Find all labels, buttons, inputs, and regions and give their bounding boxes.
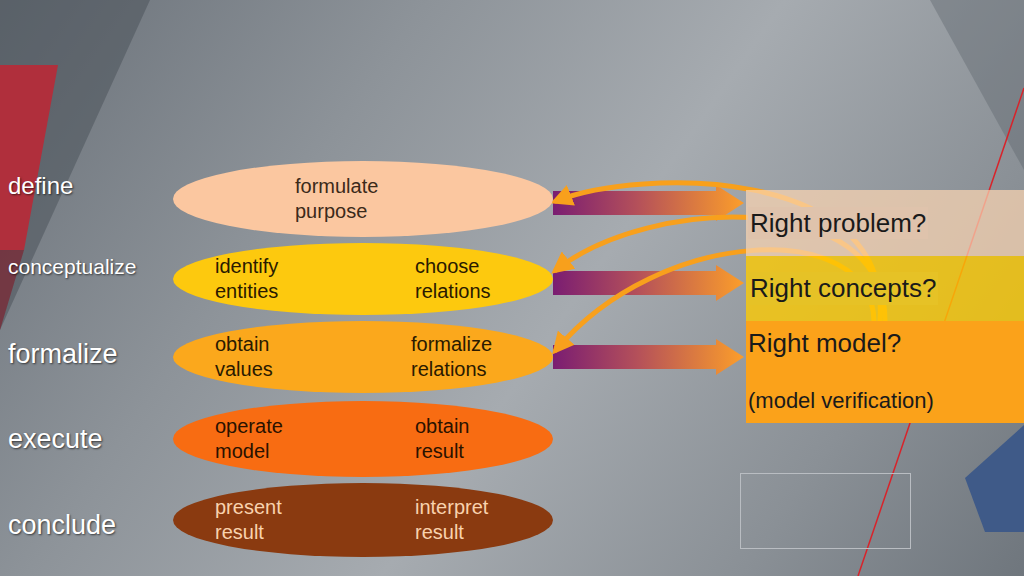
stage-label: conclude (8, 510, 116, 541)
question-text: Right concepts? (748, 272, 938, 305)
text-holder: conceptualize (8, 255, 136, 279)
ellipse-outline (173, 321, 553, 393)
text-holder: define (8, 172, 73, 200)
ellipse-outline (173, 161, 553, 237)
text-holder: formalize (8, 339, 118, 370)
block-arrow (553, 265, 744, 301)
step-text: formalize relations (411, 332, 523, 382)
text-holder: identify entities (215, 254, 323, 304)
step-text: present result (215, 495, 323, 545)
text-holder: operate model (215, 414, 323, 464)
text-holder: present result (215, 495, 323, 545)
ellipse-shape (173, 321, 553, 393)
ellipse-shape (173, 243, 553, 315)
execute-ellipse: operate model obtain result (173, 401, 553, 477)
check-box: Right model? (model verification) (746, 321, 1024, 423)
text-holder: execute (8, 424, 103, 455)
step-text: formulate purpose (295, 174, 405, 224)
text-holder: Right model? (748, 327, 1018, 360)
text-holder: formulate purpose (295, 174, 405, 224)
question-text: (model verification) (748, 387, 1018, 415)
text-holder: obtain result (415, 414, 523, 464)
empty-frame (741, 474, 911, 549)
ellipse-outline (173, 401, 553, 477)
slate-band (0, 0, 150, 330)
text-holder: choose relations (415, 254, 523, 304)
step-text: operate model (215, 414, 323, 464)
text-holder: (model verification) (748, 387, 1018, 415)
question-text: Right model? (748, 327, 1018, 360)
text-holder: obtain values (215, 332, 323, 382)
check-box: Right concepts? (746, 256, 1024, 321)
ellipse-shape (173, 483, 553, 557)
block-arrow (553, 339, 744, 375)
text-holder: Right problem? (748, 207, 1018, 240)
check-box: Right problem? (746, 190, 1024, 256)
stage-label: define (8, 172, 73, 200)
text-holder: formalize relations (411, 332, 523, 382)
question-text: Right problem? (748, 207, 928, 240)
stage-label: conceptualize (8, 255, 136, 279)
step-text: obtain values (215, 332, 323, 382)
step-text: interpret result (415, 495, 523, 545)
ellipse-shape (173, 161, 553, 237)
formalize-ellipse: obtain values formalize relations (173, 321, 553, 393)
ellipse-shape (173, 401, 553, 477)
step-text: choose relations (415, 254, 523, 304)
text-holder: conclude (8, 510, 116, 541)
slate-band (930, 0, 1024, 170)
step-text: identify entities (215, 254, 323, 304)
conceptualize-ellipse: identify entities choose relations (173, 243, 553, 315)
text-holder: interpret result (415, 495, 523, 545)
conclude-ellipse: present result interpret result (173, 483, 553, 557)
text-holder: Right concepts? (748, 272, 1018, 305)
red-band (0, 65, 58, 250)
define-ellipse: formulate purpose (173, 161, 553, 237)
ellipse-outline (173, 483, 553, 557)
blue-band (965, 425, 1024, 532)
stage-label: formalize (8, 339, 118, 370)
step-text: obtain result (415, 414, 523, 464)
ellipse-outline (173, 243, 553, 315)
stage-label: execute (8, 424, 103, 455)
